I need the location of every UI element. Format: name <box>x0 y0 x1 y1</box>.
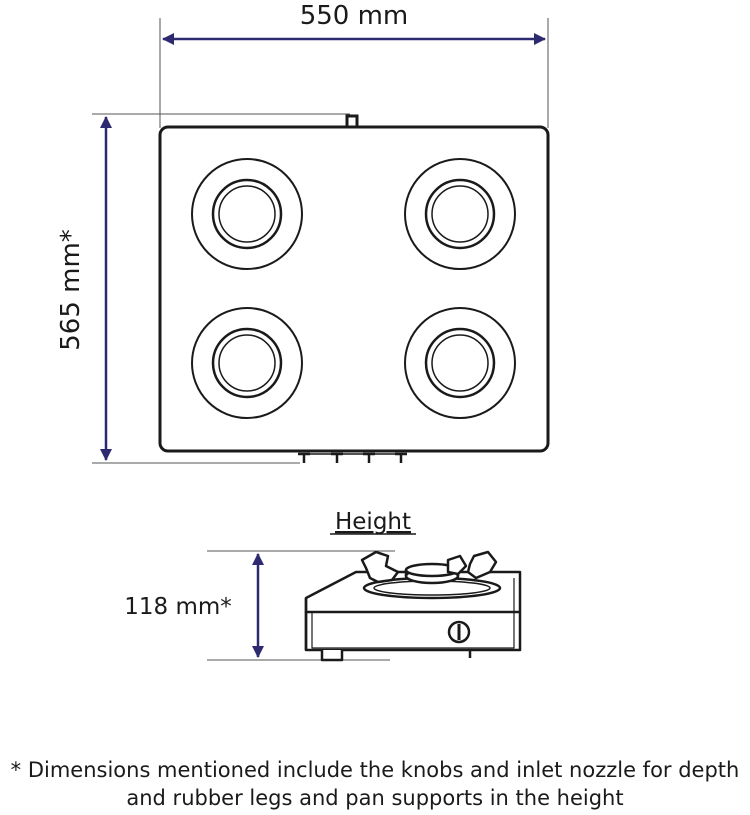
height-label: 118 mm* <box>124 594 232 620</box>
depth-label: 565 mm* <box>56 229 86 351</box>
hob-outline <box>158 125 550 453</box>
width-label: 550 mm <box>300 1 409 31</box>
knob-2 <box>331 452 343 463</box>
hob-top-view <box>158 114 550 463</box>
burner-rear-right <box>404 307 516 419</box>
knob-1 <box>298 452 310 463</box>
control-knobs <box>298 452 407 463</box>
height-section: Height 118 mm* <box>124 509 522 662</box>
burner-front-right <box>404 158 516 270</box>
pan-support-back <box>446 554 468 576</box>
gas-inlet-nozzle <box>345 114 359 127</box>
pan-support-right <box>466 550 498 580</box>
dimensions-footnote: * Dimensions mentioned include the knobs… <box>0 756 750 812</box>
width-dimension: 550 mm <box>159 1 549 128</box>
footnote-line-2: and rubber legs and pan supports in the … <box>126 786 624 810</box>
knob-4 <box>395 452 407 463</box>
depth-dimension: 565 mm* <box>56 113 350 464</box>
knob-3 <box>363 452 375 463</box>
burner-rear-left <box>191 307 303 419</box>
rubber-leg-left <box>320 650 344 662</box>
pan-support-left <box>360 550 400 584</box>
burner-front-left <box>191 158 303 270</box>
footnote-line-1: * Dimensions mentioned include the knobs… <box>10 758 740 782</box>
hob-side-view <box>304 550 522 662</box>
height-title: Height <box>335 509 411 535</box>
